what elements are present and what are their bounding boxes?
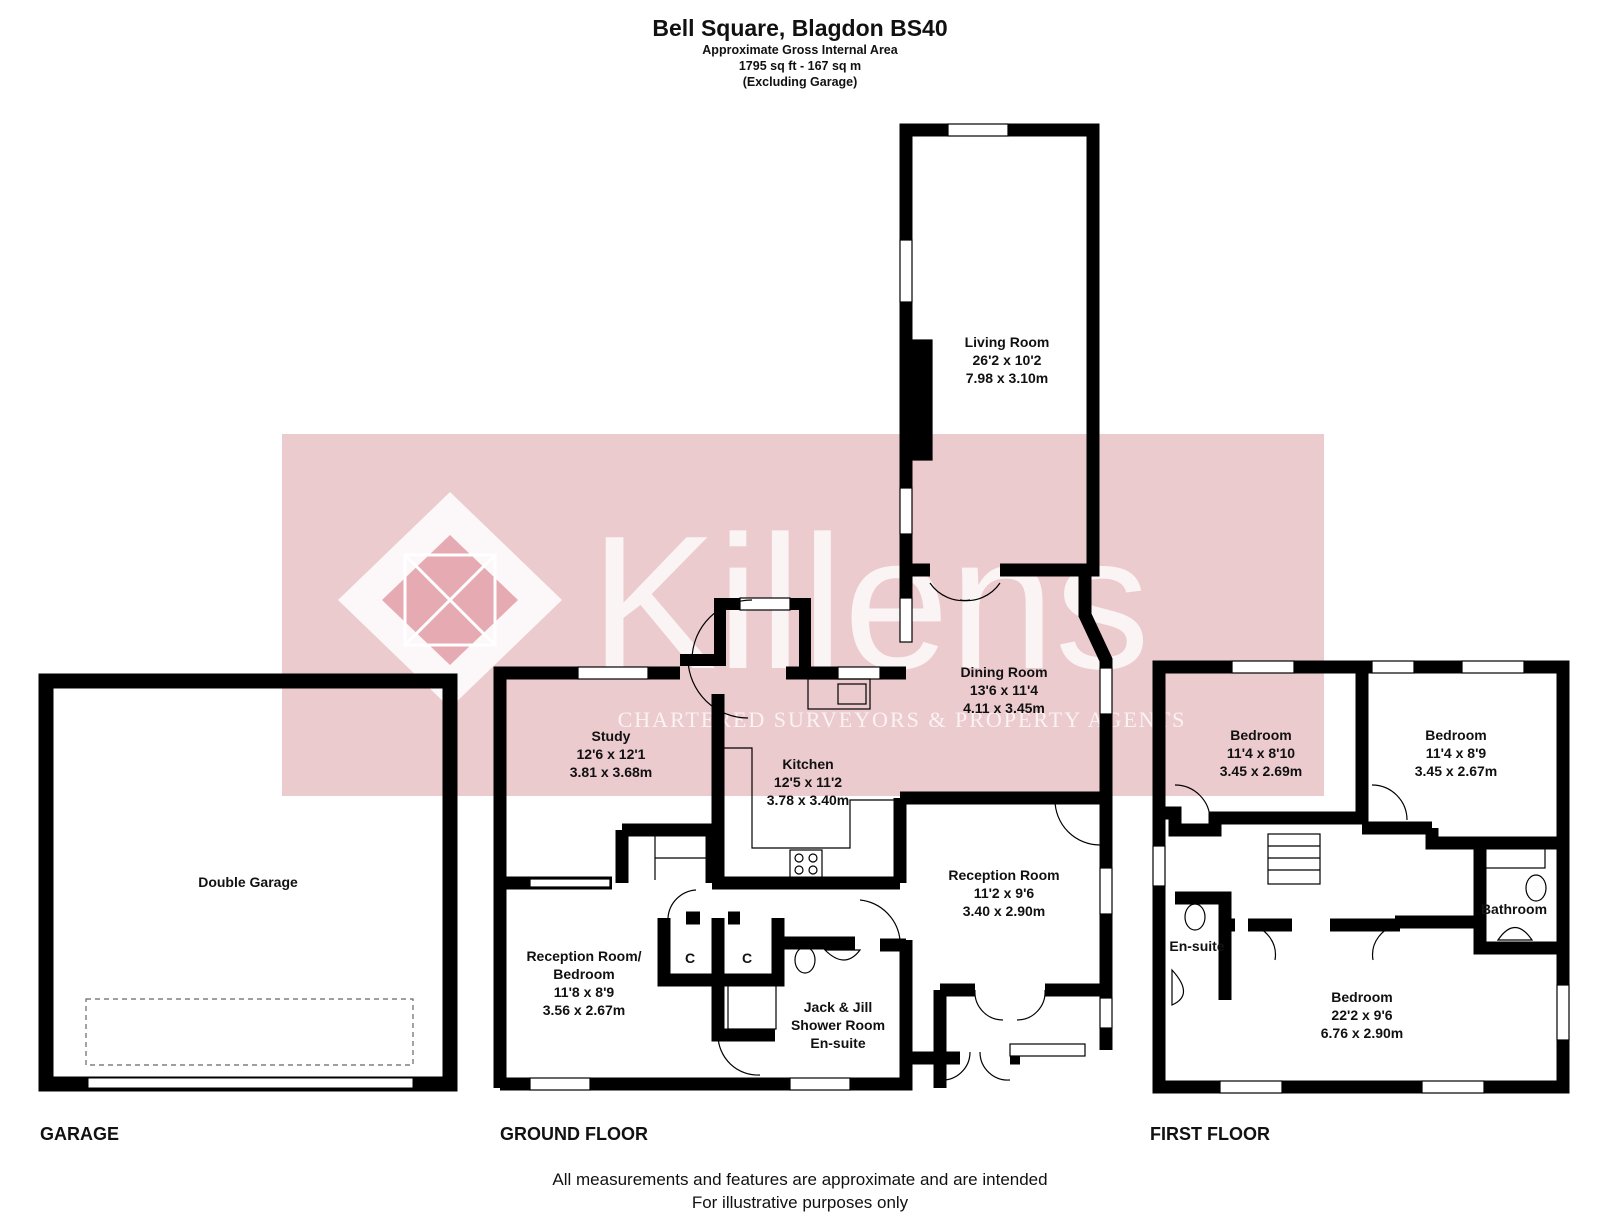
floor-label-ground: GROUND FLOOR — [500, 1124, 648, 1144]
room-imperial: 11'8 x 8'9 — [553, 984, 615, 1000]
room-imperial: 22'2 x 9'6 — [1331, 1007, 1393, 1023]
room-bedroom-2: Bedroom 11'4 x 8'9 3.45 x 2.67m — [1415, 726, 1498, 780]
room-imperial: 11'2 x 9'6 — [973, 885, 1035, 901]
room-bathroom: Bathroom — [1481, 900, 1547, 918]
room-name-line2: Shower Room — [790, 1017, 886, 1033]
room-reception: Reception Room 11'2 x 9'6 3.40 x 2.90m — [948, 866, 1059, 920]
room-metric: 6.76 x 2.90m — [1320, 1025, 1404, 1041]
room-bedroom-1: Bedroom 11'4 x 8'10 3.45 x 2.69m — [1220, 726, 1303, 780]
room-name: Double Garage — [198, 874, 298, 890]
plan-header: Bell Square, Blagdon BS40 Approximate Gr… — [0, 14, 1600, 90]
disclaimer: All measurements and features are approx… — [0, 1168, 1600, 1214]
room-study: Study 12'6 x 12'1 3.81 x 3.68m — [570, 727, 653, 781]
room-name: Bedroom — [1230, 727, 1292, 743]
plan-area-note: (Excluding Garage) — [742, 75, 858, 89]
room-name: Reception Room — [948, 867, 1060, 883]
cupboard-1-label: C — [685, 950, 696, 966]
room-imperial: 11'4 x 8'10 — [1226, 745, 1296, 761]
room-imperial: 12'5 x 11'2 — [773, 774, 843, 790]
room-name: Reception Room/ — [526, 948, 642, 964]
room-metric: 4.11 x 3.45m — [963, 700, 1045, 716]
room-name: Dining Room — [960, 664, 1048, 680]
cupboard-2-label: C — [742, 950, 753, 966]
room-name: Kitchen — [782, 756, 834, 772]
watermark-logo-icon — [338, 492, 562, 708]
room-metric: 3.45 x 2.69m — [1219, 763, 1303, 779]
room-imperial: 26'2 x 10'2 — [972, 352, 1042, 368]
room-reception-bedroom: Reception Room/ Bedroom 11'8 x 8'9 3.56 … — [526, 947, 641, 1019]
room-imperial: 12'6 x 12'1 — [576, 746, 646, 762]
plan-area: 1795 sq ft - 167 sq m — [738, 59, 862, 73]
room-shower: Jack & Jill Shower Room En-suite — [791, 998, 885, 1052]
room-name: Bathroom — [1480, 901, 1548, 917]
room-dining: Dining Room 13'6 x 11'4 4.11 x 3.45m — [960, 663, 1047, 717]
ground-floor-fixtures — [529, 123, 1113, 1091]
first-floor-fixtures — [1152, 660, 1570, 1094]
room-metric: 3.40 x 2.90m — [962, 903, 1046, 919]
watermark: Killens CHARTERED SURVEYORS & PROPERTY A… — [282, 434, 1324, 796]
room-ensuite: En-suite — [1169, 937, 1224, 955]
room-name: Jack & Jill — [803, 999, 873, 1015]
room-name: Study — [591, 728, 631, 744]
room-name: Living Room — [964, 334, 1050, 350]
room-name-line2: Bedroom — [553, 966, 615, 982]
disclaimer-line-1: All measurements and features are approx… — [552, 1170, 1048, 1189]
room-metric: 3.81 x 3.68m — [569, 764, 653, 780]
room-bedroom-3: Bedroom 22'2 x 9'6 6.76 x 2.90m — [1321, 988, 1404, 1042]
room-kitchen: Kitchen 12'5 x 11'2 3.78 x 3.40m — [767, 755, 850, 809]
room-name-line3: En-suite — [810, 1035, 866, 1051]
floor-label-first: FIRST FLOOR — [1150, 1124, 1270, 1144]
room-metric: 3.78 x 3.40m — [766, 792, 850, 808]
garage-details — [85, 998, 414, 1089]
room-imperial: 13'6 x 11'4 — [969, 682, 1039, 698]
room-imperial: 11'4 x 8'9 — [1425, 745, 1487, 761]
plan-subtitle: Approximate Gross Internal Area — [702, 43, 898, 57]
plan-title: Bell Square, Blagdon BS40 — [652, 15, 948, 41]
room-metric: 7.98 x 3.10m — [965, 370, 1049, 386]
disclaimer-line-2: For illustrative purposes only — [691, 1193, 909, 1212]
room-metric: 3.45 x 2.67m — [1414, 763, 1498, 779]
room-garage: Double Garage — [198, 873, 298, 891]
room-living: Living Room 26'2 x 10'2 7.98 x 3.10m — [965, 333, 1050, 387]
first-floor-walls — [1152, 660, 1570, 1094]
room-metric: 3.56 x 2.67m — [542, 1002, 626, 1018]
room-name: En-suite — [1169, 938, 1225, 954]
room-name: Bedroom — [1425, 727, 1487, 743]
floor-label-garage: GARAGE — [40, 1124, 120, 1144]
room-name: Bedroom — [1331, 989, 1393, 1005]
